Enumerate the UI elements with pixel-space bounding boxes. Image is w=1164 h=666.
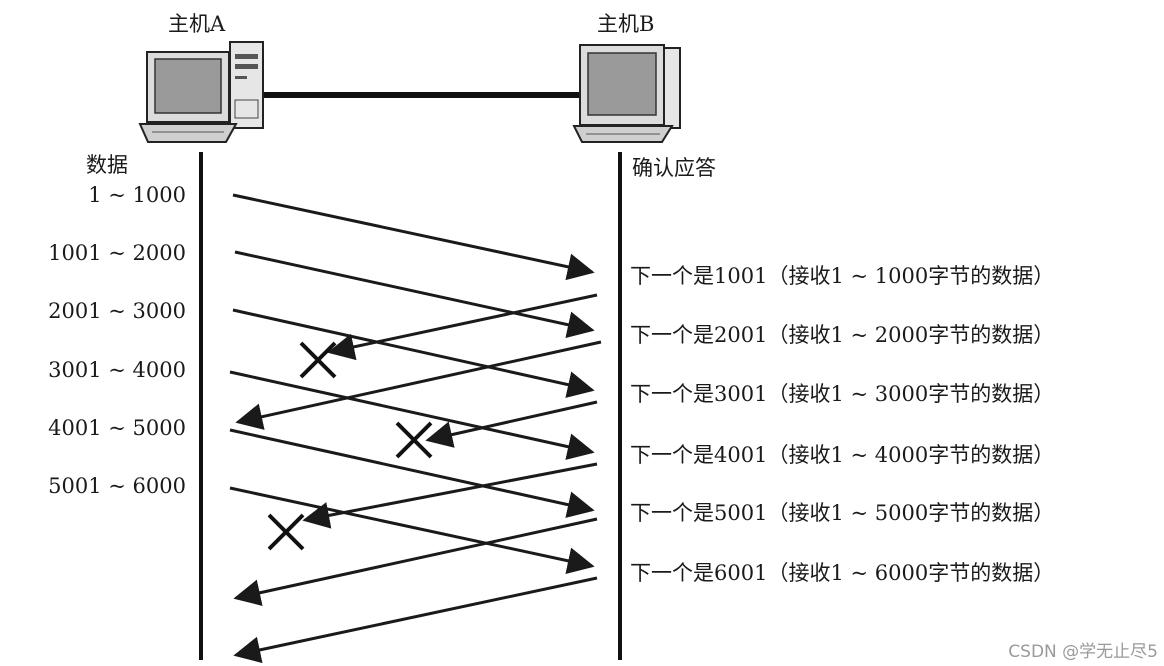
ack-arrow <box>233 576 598 664</box>
host-a-label: 主机A <box>168 12 226 36</box>
ack-label: 下一个是5001（接收1 ~ 5000字节的数据） <box>630 501 1055 525</box>
host-a-computer-icon <box>138 41 264 143</box>
data-segment-arrow <box>232 193 595 281</box>
ack-label: 下一个是2001（接收1 ~ 2000字节的数据） <box>630 323 1055 347</box>
data-segment-arrow <box>229 370 595 460</box>
ack-arrow <box>302 462 598 529</box>
segment-label: 1 ~ 1000 <box>88 183 186 207</box>
data-column-header: 数据 <box>86 153 128 177</box>
ack-label: 下一个是3001（接收1 ~ 3000字节的数据） <box>630 382 1055 406</box>
lost-packet-cross-icon <box>267 513 305 551</box>
segment-label: 2001 ~ 3000 <box>48 299 186 323</box>
data-segment-arrow <box>229 428 595 518</box>
ack-label: 下一个是6001（接收1 ~ 6000字节的数据） <box>630 561 1055 585</box>
data-segment-arrow <box>229 486 595 575</box>
data-segment-arrow <box>232 308 595 398</box>
segment-label: 5001 ~ 6000 <box>48 474 186 498</box>
ack-label: 下一个是1001（接收1 ~ 1000字节的数据） <box>630 264 1055 288</box>
ack-arrow <box>327 293 598 361</box>
lost-packet-cross-icon <box>395 421 433 459</box>
ack-arrow <box>425 400 598 448</box>
host-b-label: 主机B <box>597 12 655 36</box>
watermark-text: CSDN @学无止尽5 <box>1008 642 1158 662</box>
ack-arrow <box>235 340 602 430</box>
data-segment-arrow <box>234 250 595 339</box>
host-b-computer-icon <box>572 44 681 143</box>
segment-label: 1001 ~ 2000 <box>48 241 186 265</box>
segment-label: 4001 ~ 5000 <box>48 416 186 440</box>
ack-arrow <box>233 517 598 606</box>
lost-packet-cross-icon <box>299 341 337 379</box>
ack-label: 下一个是4001（接收1 ~ 4000字节的数据） <box>630 443 1055 467</box>
ack-column-header: 确认应答 <box>632 156 716 180</box>
segment-label: 3001 ~ 4000 <box>48 358 186 382</box>
